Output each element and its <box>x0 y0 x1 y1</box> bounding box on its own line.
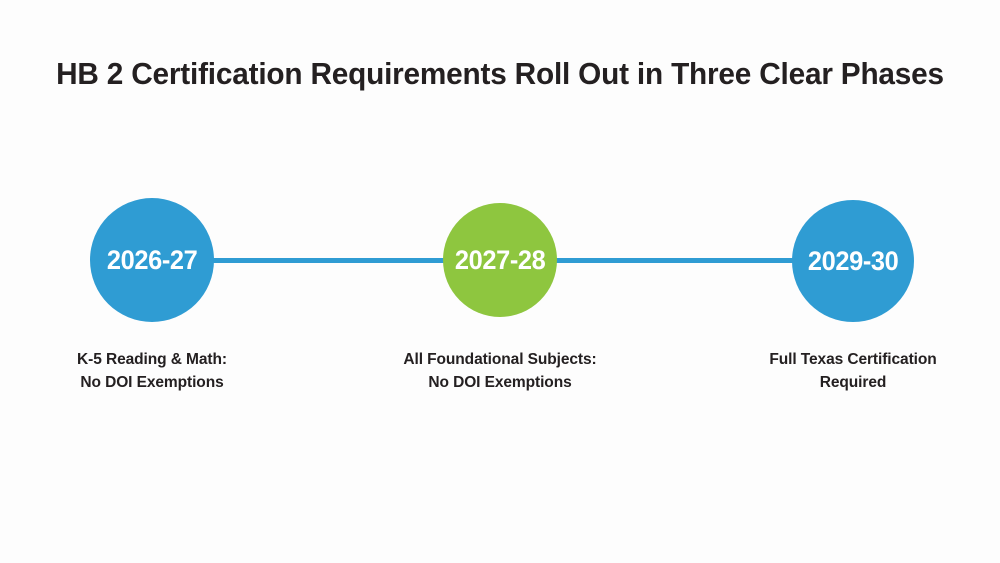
timeline-connector-2-3 <box>498 258 854 263</box>
timeline-connector-1-2 <box>150 258 502 263</box>
phase-1-year-label: 2026-27 <box>106 244 198 275</box>
phase-1-caption-line-1: K-5 Reading & Math: <box>77 351 227 368</box>
phase-3-caption-line-1: Full Texas Certification <box>769 351 937 368</box>
phase-1-circle[interactable]: 2026-27 <box>90 198 214 322</box>
page-title: HB 2 Certification Requirements Roll Out… <box>56 56 944 91</box>
phase-2-circle[interactable]: 2027-28 <box>443 203 557 317</box>
phase-3-year-label: 2029-30 <box>807 245 899 276</box>
phase-2-year-label: 2027-28 <box>454 244 546 275</box>
phase-3-caption-line-2: Required <box>819 374 887 391</box>
phase-2-caption: All Foundational Subjects: No DOI Exempt… <box>374 348 626 394</box>
phase-2-caption-line-1: All Foundational Subjects: <box>403 351 597 368</box>
phase-1-caption: K-5 Reading & Math: No DOI Exemptions <box>26 348 278 394</box>
phase-1-caption-line-2: No DOI Exemptions <box>80 374 224 391</box>
phase-2-caption-line-2: No DOI Exemptions <box>428 374 572 391</box>
phase-3-circle[interactable]: 2029-30 <box>792 200 914 322</box>
phase-3-caption: Full Texas Certification Required <box>727 348 979 394</box>
